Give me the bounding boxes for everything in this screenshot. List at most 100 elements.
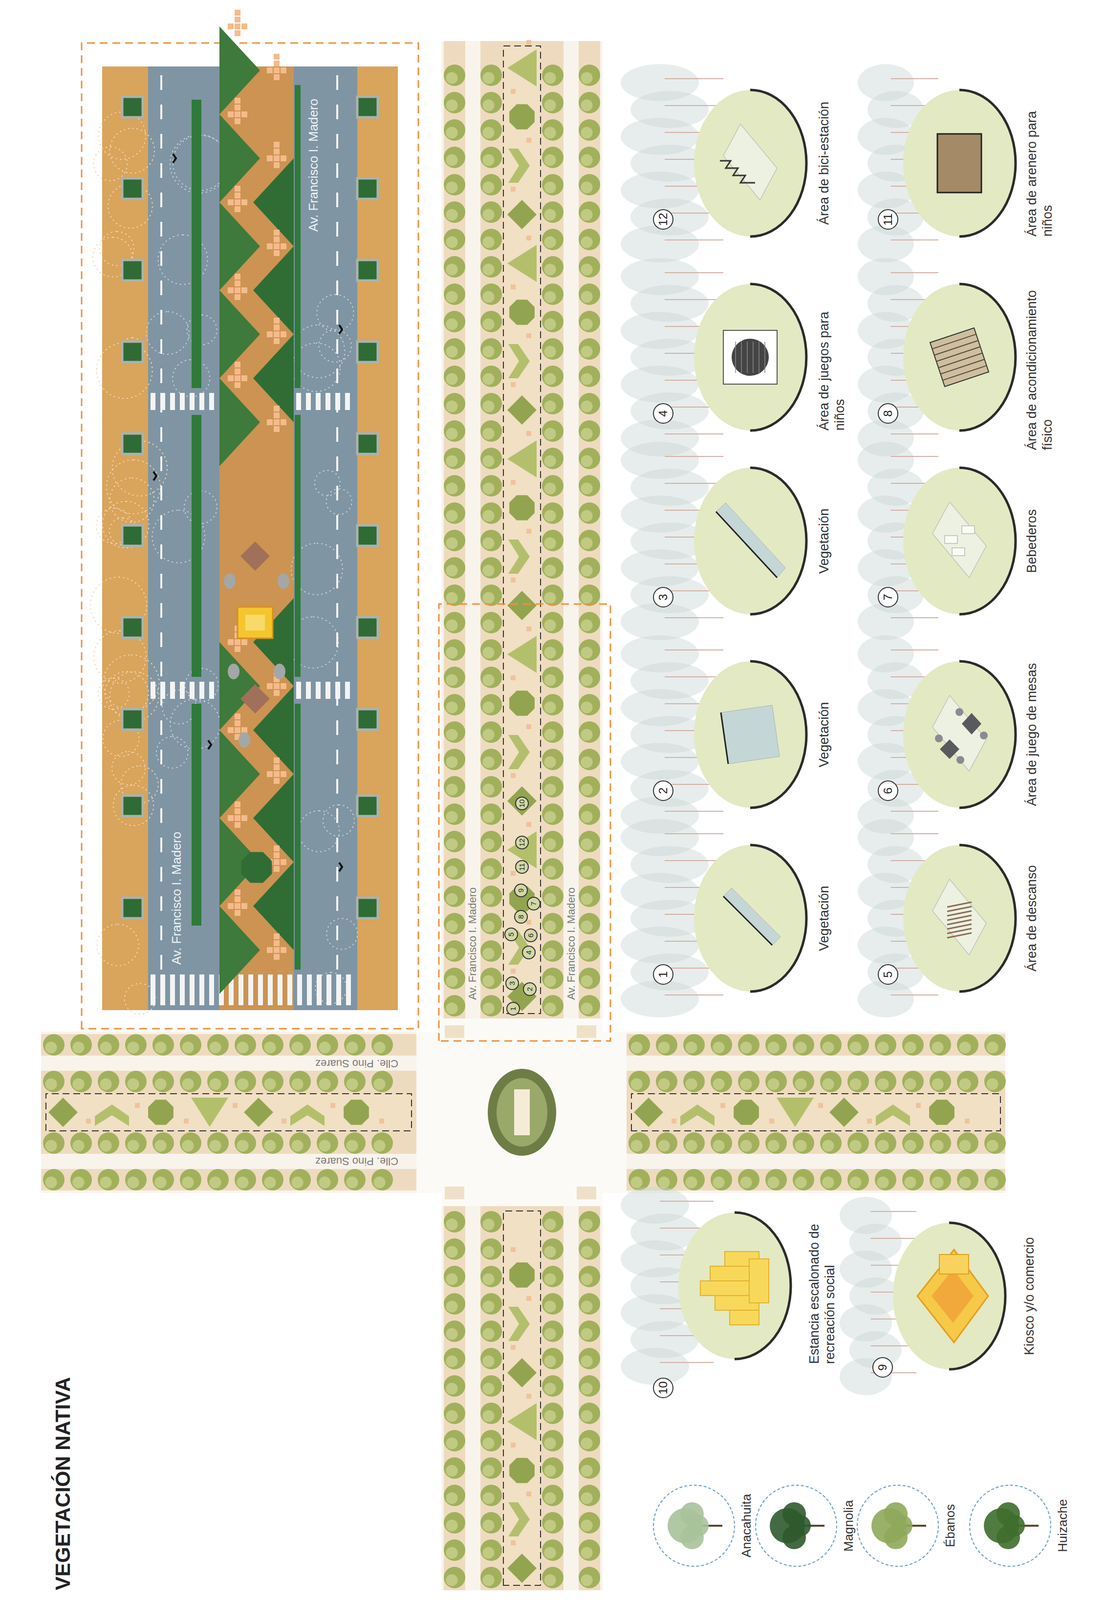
tree-highlight [346, 1078, 358, 1090]
sidewalk [443, 41, 466, 1019]
tree-highlight [482, 99, 495, 111]
tree-canopy [956, 1034, 979, 1056]
tree-highlight [445, 1300, 458, 1313]
tree-highlight [482, 975, 495, 987]
tree-canopy [480, 830, 502, 853]
tree-canopy [480, 611, 502, 634]
tree-highlight [580, 482, 593, 495]
tree-highlight [482, 728, 495, 741]
tree-highlight [482, 619, 495, 631]
callout-number: 7 [526, 896, 541, 911]
section-heading: VEGETACIÓN NATIVA [51, 1377, 75, 1591]
tree-canopy [542, 967, 564, 990]
bench-slat [947, 919, 972, 925]
median-outline [503, 45, 541, 1014]
tree-canopy [480, 1265, 502, 1288]
tree-highlight [543, 509, 556, 522]
paving-detail [280, 155, 287, 162]
crosswalk [297, 974, 303, 1006]
crosswalk [150, 392, 156, 411]
tree-highlight [543, 1245, 556, 1258]
tree-canopy [542, 693, 564, 716]
paving-detail [234, 273, 241, 280]
tree-canopy [344, 1070, 366, 1093]
tree-canopy [578, 1265, 601, 1288]
tree-canopy [443, 967, 466, 990]
tree-canopy [289, 1169, 311, 1191]
legend-item: Estancia escalonado de recreación social [678, 1212, 791, 1360]
tree-name: Ébanos [942, 1504, 958, 1548]
tree-highlight [904, 1078, 916, 1090]
stool [979, 731, 988, 740]
tree-canopy [578, 228, 601, 251]
fitness-area [930, 327, 989, 387]
crosswalk [209, 681, 215, 699]
tree-highlight [445, 810, 458, 823]
tree-canopy [578, 748, 601, 771]
planting-bed [343, 1099, 369, 1126]
paving-detail [234, 23, 241, 30]
tree-canopy [480, 1293, 502, 1315]
texture [98, 111, 146, 160]
tree-highlight [543, 1437, 556, 1450]
tree-canopy [578, 475, 601, 497]
paving-detail [273, 155, 280, 162]
tree-highlight [580, 810, 593, 823]
tree-canopy [443, 502, 466, 524]
tree-canopy [344, 1132, 366, 1154]
tree-silhouette [620, 1186, 690, 1224]
callout-number: 1 [506, 1001, 521, 1016]
tree-highlight [445, 1492, 458, 1504]
paving-detail [769, 1118, 775, 1124]
texture [113, 785, 154, 826]
tree-highlight [482, 1492, 495, 1504]
drinking-fountain [952, 547, 965, 556]
paving-detail [273, 148, 280, 155]
crosswalk [199, 392, 205, 411]
tree-highlight [543, 865, 556, 878]
tree-canopy [443, 1347, 466, 1370]
tree-highlight [445, 537, 458, 549]
tree-highlight [127, 1078, 139, 1090]
crosswalk [238, 974, 244, 1006]
callout-number: 4 [652, 403, 674, 424]
stone [227, 663, 240, 680]
tree-highlight [209, 1041, 221, 1054]
paving-detail [273, 141, 280, 148]
texture [186, 314, 217, 345]
tree-canopy [578, 64, 601, 87]
paving-detail [273, 933, 280, 940]
tree-highlight [482, 181, 495, 194]
road [102, 66, 398, 1011]
tree-canopy [542, 420, 564, 442]
planting-bed [191, 1097, 229, 1128]
gravel-area [240, 684, 270, 714]
tree-canopy [542, 721, 564, 743]
tree-highlight [482, 673, 495, 686]
tree-canopy [152, 1132, 174, 1154]
tree-canopy [542, 858, 564, 880]
gravel-area [240, 541, 270, 571]
paving-detail [227, 815, 234, 822]
tree-canopy [542, 776, 564, 798]
tree-highlight [482, 920, 495, 933]
crosswalk [150, 974, 156, 1006]
paving-detail [266, 683, 273, 690]
tree-highlight [44, 1041, 57, 1054]
paving-detail [227, 111, 234, 118]
tree-highlight [482, 1437, 495, 1450]
tree-canopy [578, 885, 601, 908]
tree-name: Huizache [1055, 1499, 1071, 1553]
tree-canopy [443, 940, 466, 962]
planting-bed [508, 735, 530, 770]
tree-highlight [543, 728, 556, 741]
planting-bed [253, 334, 294, 423]
crosswalk [199, 681, 205, 699]
green-strip [191, 99, 202, 389]
legend-label: Área de acondicionamiento físico [1023, 264, 1056, 451]
planting-bed [509, 104, 535, 130]
crosswalk [160, 681, 166, 699]
crosswalk [160, 974, 166, 1006]
tree-canopy [443, 584, 466, 607]
paving-detail [964, 1118, 970, 1124]
